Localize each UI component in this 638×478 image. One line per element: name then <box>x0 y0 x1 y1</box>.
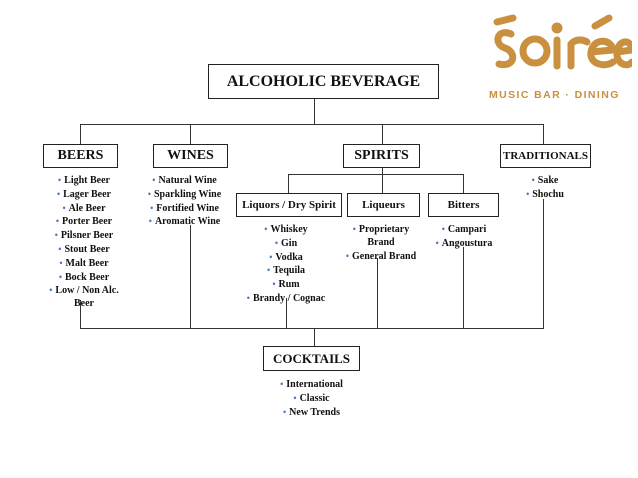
list-item: •Brandy / Cognac <box>246 292 326 304</box>
connector <box>190 124 191 144</box>
list-item: •Low / Non Alc. <box>49 285 119 297</box>
connector <box>80 124 543 125</box>
list-item: •Malt Beer <box>59 257 109 269</box>
connector <box>463 247 464 328</box>
list-item: •Porter Beer <box>55 216 113 228</box>
list-item: •New Trends <box>283 406 340 418</box>
liqueurs-list: •Proprietary Brand •General Brand <box>340 223 422 263</box>
soiree-logo <box>493 14 632 70</box>
list-item: •Proprietary <box>352 224 410 235</box>
list-item: •Classic <box>293 392 330 404</box>
connector <box>80 300 81 328</box>
bitters-list: •Campari •Angoustura <box>428 223 500 251</box>
wines-list: •Natural Wine •Sparkling Wine •Fortified… <box>137 174 232 229</box>
list-item: •Sparkling Wine <box>147 188 222 200</box>
connector <box>314 99 315 124</box>
list-item: •Lager Beer <box>56 188 111 200</box>
connector <box>80 124 81 144</box>
wines-box: WINES <box>153 144 228 168</box>
spirits-title: SPIRITS <box>354 148 409 163</box>
cocktails-title: COCKTAILS <box>272 350 351 366</box>
connector <box>463 174 464 193</box>
list-item: •Light Beer <box>58 175 110 186</box>
connector <box>382 174 383 193</box>
liquors-list: •Whiskey •Gin •Vodka •Tequila •Rum •Bran… <box>238 223 334 306</box>
connector <box>288 174 289 193</box>
list-item: •Aromatic Wine <box>148 216 221 228</box>
connector <box>314 328 315 346</box>
bitters-title: Bitters <box>447 199 480 211</box>
list-item: •Shochu <box>526 188 564 200</box>
connector <box>286 298 287 328</box>
logo-tagline: MUSIC BAR · DINING <box>489 89 620 101</box>
traditionals-box: TRADITIONALS <box>500 144 591 168</box>
list-item: •Bock Beer <box>58 271 110 283</box>
root-box: ALCOHOLIC BEVERAGE <box>208 64 439 99</box>
list-item: •Stout Beer <box>58 243 110 255</box>
connector <box>543 124 544 144</box>
cocktails-list: •International •Classic •New Trends <box>263 378 360 419</box>
list-item: •General Brand <box>345 250 417 262</box>
cocktails-box: COCKTAILS <box>263 346 360 371</box>
list-item: •Rum <box>272 279 300 291</box>
list-item: •Campari <box>441 224 487 235</box>
list-item: •Tequila <box>266 265 306 277</box>
list-item: Brand <box>367 236 395 248</box>
list-item: •Sake <box>531 175 559 186</box>
spirits-box: SPIRITS <box>343 144 420 168</box>
bitters-box: Bitters <box>428 193 499 217</box>
liquors-title: Liquors / Dry Spirit <box>242 199 336 211</box>
beers-title: BEERS <box>57 148 104 163</box>
list-item: •Angoustura <box>435 237 493 249</box>
list-item: •Fortified Wine <box>150 202 219 214</box>
wines-title: WINES <box>167 148 214 163</box>
list-item: •Gin <box>274 237 298 249</box>
list-item: •Pilsner Beer <box>54 230 114 242</box>
list-item: Beer <box>74 298 94 310</box>
liquors-box: Liquors / Dry Spirit <box>236 193 342 217</box>
connector <box>382 124 383 144</box>
traditionals-title: TRADITIONALS <box>503 150 588 162</box>
connector <box>80 328 544 329</box>
connector <box>382 168 383 174</box>
list-item: •Whiskey <box>264 224 308 235</box>
list-item: •Natural Wine <box>152 175 217 186</box>
list-item: •International <box>280 379 343 390</box>
connector <box>288 174 464 175</box>
connector <box>190 225 191 328</box>
traditionals-list: •Sake •Shochu <box>512 174 578 202</box>
connector <box>377 258 378 328</box>
list-item: •Vodka <box>269 251 303 263</box>
beers-box: BEERS <box>43 144 118 168</box>
connector <box>543 199 544 328</box>
beers-list: •Light Beer •Lager Beer •Ale Beer •Porte… <box>38 174 130 311</box>
list-item: •Ale Beer <box>62 202 106 214</box>
liqueurs-title: Liqueurs <box>362 199 405 211</box>
liqueurs-box: Liqueurs <box>347 193 420 217</box>
root-title: ALCOHOLIC BEVERAGE <box>226 72 421 90</box>
